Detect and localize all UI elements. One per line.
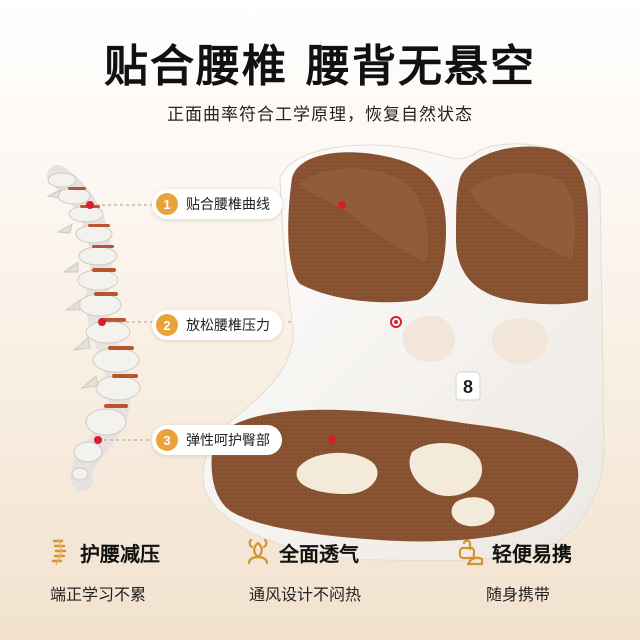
feature-portable: 轻便易携 随身携带 xyxy=(456,537,636,605)
spine-marker-2 xyxy=(98,318,106,326)
callout-label: 弹性呵护臀部 xyxy=(186,433,270,449)
feature-lumbar: 护腰减压 端正学习不累 xyxy=(44,537,224,605)
spine-icon xyxy=(51,538,67,566)
cushion-marker-2 xyxy=(390,316,402,328)
cushion-marker-3 xyxy=(328,436,336,444)
hand-carry-icon xyxy=(458,539,484,566)
brand-badge: 8 xyxy=(463,377,473,397)
feature-title: 轻便易携 xyxy=(492,541,572,566)
callout-label: 放松腰椎压力 xyxy=(186,318,270,334)
feature-title: 全面透气 xyxy=(279,541,359,566)
feature-desc: 端正学习不累 xyxy=(50,585,147,604)
cushion-marker-1 xyxy=(338,201,346,209)
callout-label: 贴合腰椎曲线 xyxy=(186,197,270,213)
feature-title: 护腰减压 xyxy=(80,541,160,566)
spine-marker-3 xyxy=(94,436,102,444)
airflow-icon xyxy=(247,538,269,565)
headline-right: 腰背无悬空 xyxy=(306,41,536,92)
spine-illustration xyxy=(46,165,141,491)
headline: 贴合腰椎腰背无悬空 xyxy=(0,30,640,94)
callout-hip-care: 3 弹性呵护臀部 xyxy=(152,425,282,455)
spine-marker-1 xyxy=(86,201,94,209)
callout-lumbar-relief: 2 放松腰椎压力 xyxy=(152,310,282,340)
callout-number: 2 xyxy=(156,314,178,336)
headline-left: 贴合腰椎 xyxy=(104,41,288,92)
callout-number: 3 xyxy=(156,429,178,451)
callout-number: 1 xyxy=(156,193,178,215)
feature-desc: 随身携带 xyxy=(486,585,551,604)
subheadline: 正面曲率符合工学原理，恢复自然状态 xyxy=(167,105,473,125)
feature-desc: 通风设计不闷热 xyxy=(249,585,362,604)
callout-lumbar-fit: 1 贴合腰椎曲线 xyxy=(152,189,282,219)
feature-breathable: 全面透气 通风设计不闷热 xyxy=(243,537,423,605)
